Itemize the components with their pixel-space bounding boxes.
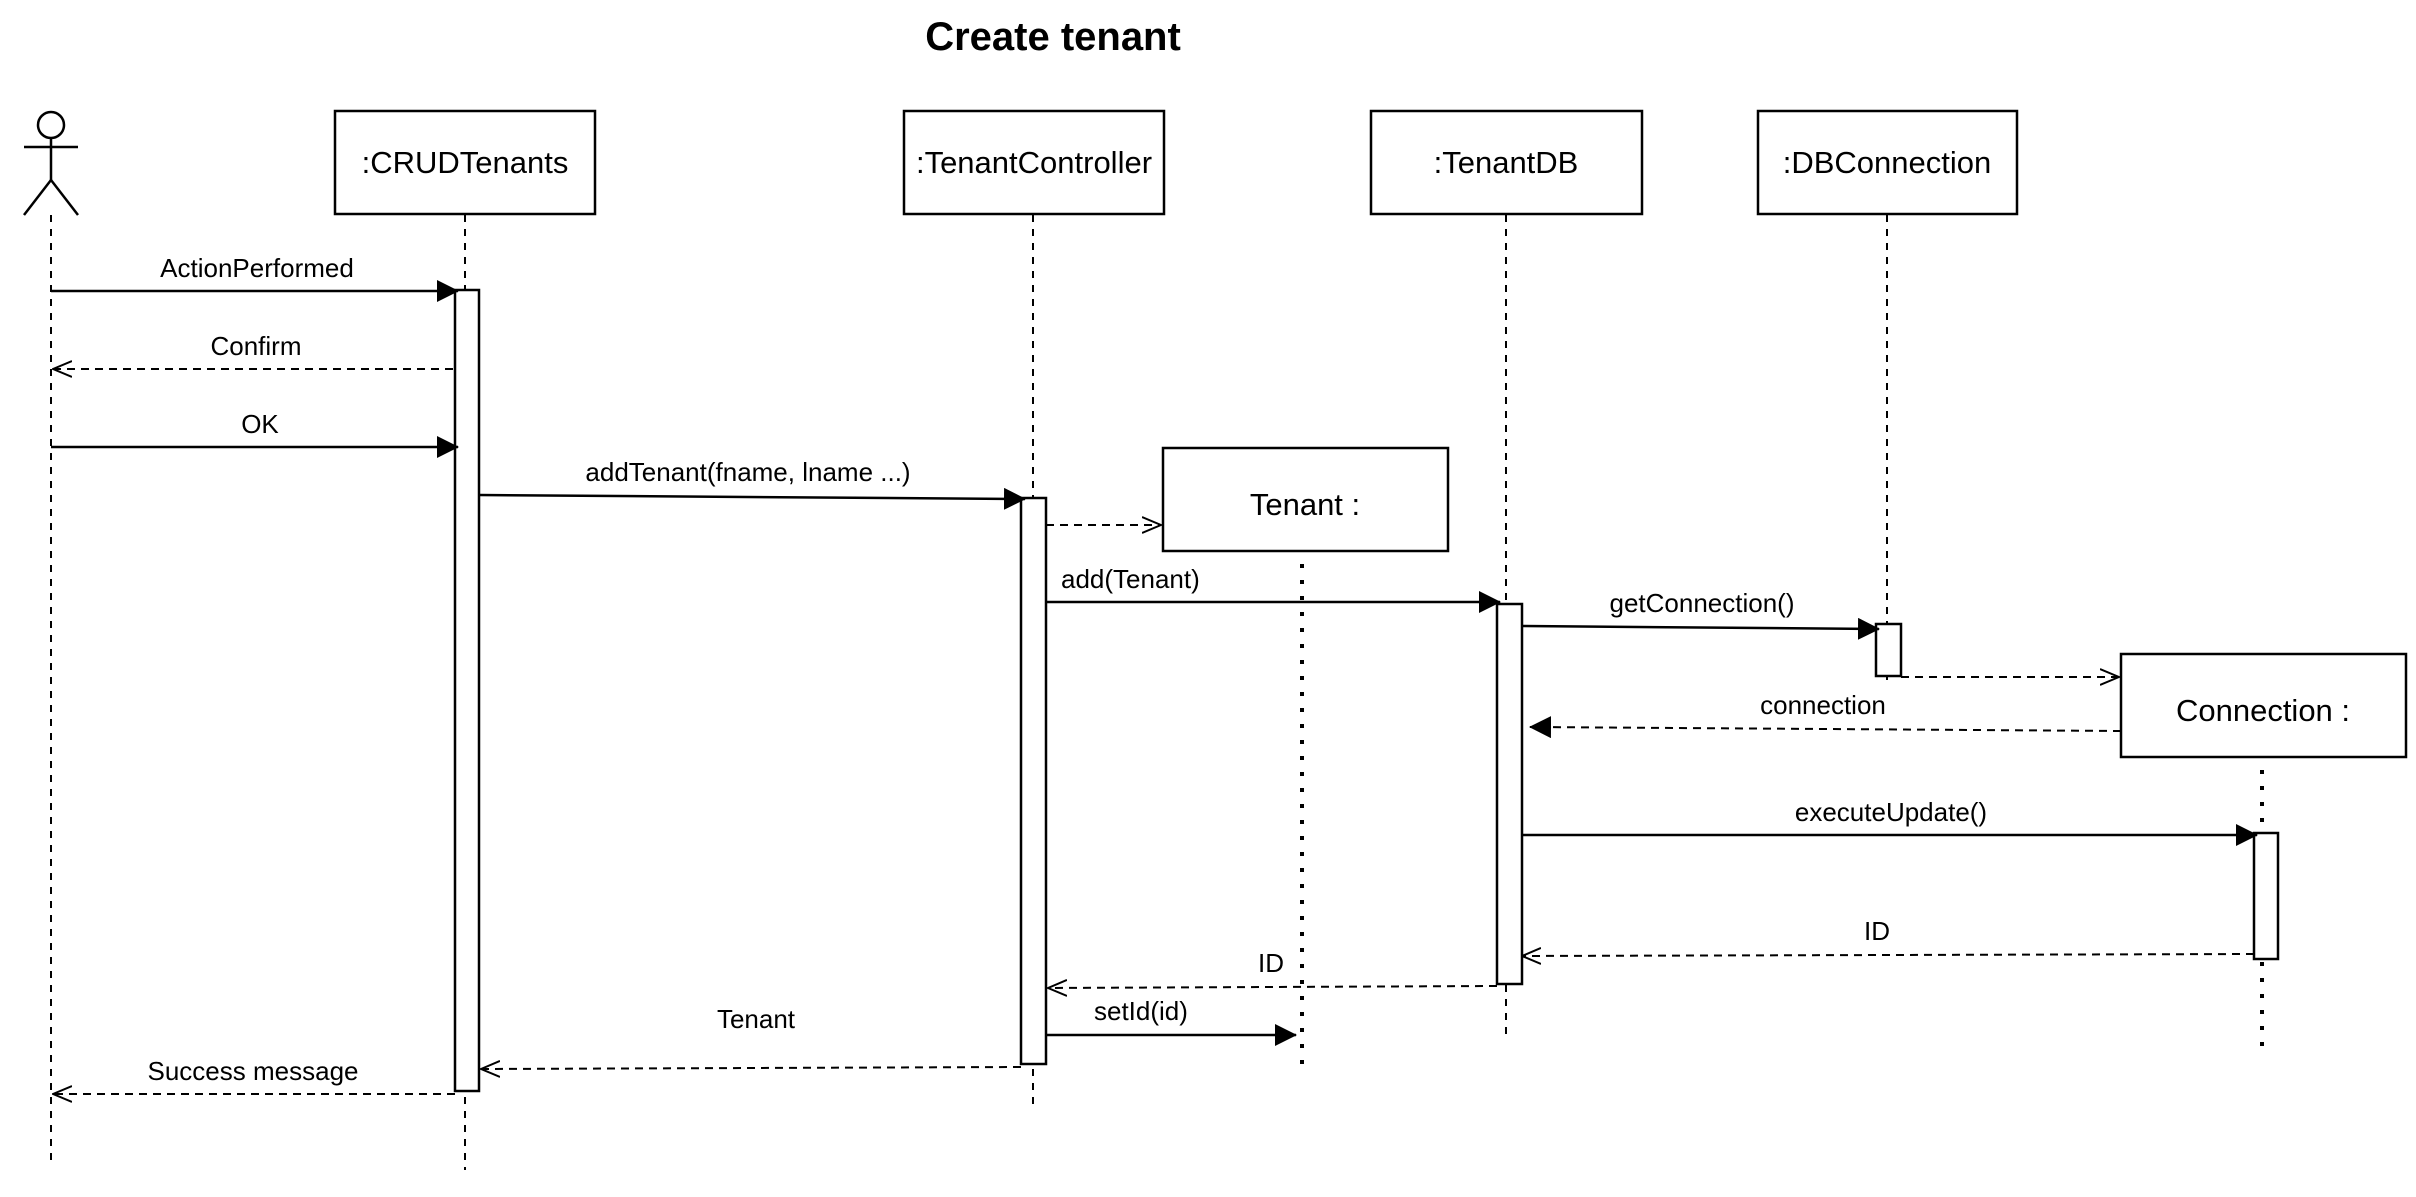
db-connection-activation bbox=[1874, 622, 1903, 678]
message-connection-label: connection bbox=[1760, 690, 1886, 720]
message-id-from-connection-label: ID bbox=[1864, 916, 1890, 946]
crud-tenants-activation bbox=[453, 288, 481, 1093]
diagram-title: Create tenant bbox=[925, 15, 1181, 59]
message-get-connection: getConnection() bbox=[1521, 588, 1880, 640]
message-set-id-label: setId(id) bbox=[1094, 996, 1188, 1026]
participant-tenant-db: :TenantDB bbox=[1369, 109, 1644, 216]
message-execute-update-label: executeUpdate() bbox=[1795, 797, 1987, 827]
participant-tenant-controller: :TenantController bbox=[902, 109, 1166, 216]
participant-tenant-controller-label: :TenantController bbox=[916, 145, 1152, 180]
message-success-label: Success message bbox=[148, 1056, 359, 1086]
user-actor-icon bbox=[23, 110, 79, 216]
message-connection: connection bbox=[1529, 690, 2122, 739]
message-id-to-controller-label: ID bbox=[1258, 948, 1284, 978]
connection-object-label: Connection : bbox=[2176, 693, 2350, 728]
participant-crud-tenants: :CRUDTenants bbox=[333, 109, 597, 216]
participant-tenant-db-label: :TenantDB bbox=[1434, 145, 1579, 180]
message-id-to-controller: ID bbox=[1048, 948, 1498, 988]
message-add: add(Tenant) bbox=[1046, 564, 1501, 613]
message-confirm: Confirm bbox=[53, 331, 453, 369]
message-execute-update: executeUpdate() bbox=[1522, 797, 2258, 846]
message-add-tenant: addTenant(fname, lname ...) bbox=[478, 457, 1026, 510]
message-add-label: add(Tenant) bbox=[1061, 564, 1200, 594]
message-get-connection-label: getConnection() bbox=[1610, 588, 1795, 618]
tenant-db-activation bbox=[1495, 602, 1524, 986]
message-id-from-connection: ID bbox=[1522, 916, 2255, 956]
tenant-object-box: Tenant : bbox=[1161, 446, 1450, 553]
participant-db-connection-label: :DBConnection bbox=[1783, 145, 1992, 180]
participant-crud-tenants-label: :CRUDTenants bbox=[362, 145, 569, 180]
message-confirm-label: Confirm bbox=[210, 331, 301, 361]
participant-db-connection: :DBConnection bbox=[1756, 109, 2019, 216]
message-success: Success message bbox=[53, 1056, 455, 1094]
message-tenant-return: Tenant bbox=[481, 1004, 1022, 1069]
message-action-performed: ActionPerformed bbox=[51, 253, 459, 302]
message-add-tenant-label: addTenant(fname, lname ...) bbox=[585, 457, 910, 487]
message-set-id: setId(id) bbox=[1046, 996, 1297, 1046]
tenant-object-label: Tenant : bbox=[1250, 487, 1360, 522]
message-tenant-return-label: Tenant bbox=[717, 1004, 796, 1034]
message-ok: OK bbox=[51, 409, 459, 458]
connection-object-activation bbox=[2252, 831, 2280, 961]
connection-object-box: Connection : bbox=[2119, 652, 2408, 759]
message-ok-label: OK bbox=[241, 409, 279, 439]
message-action-performed-label: ActionPerformed bbox=[160, 253, 354, 283]
tenant-controller-activation bbox=[1019, 496, 1048, 1066]
